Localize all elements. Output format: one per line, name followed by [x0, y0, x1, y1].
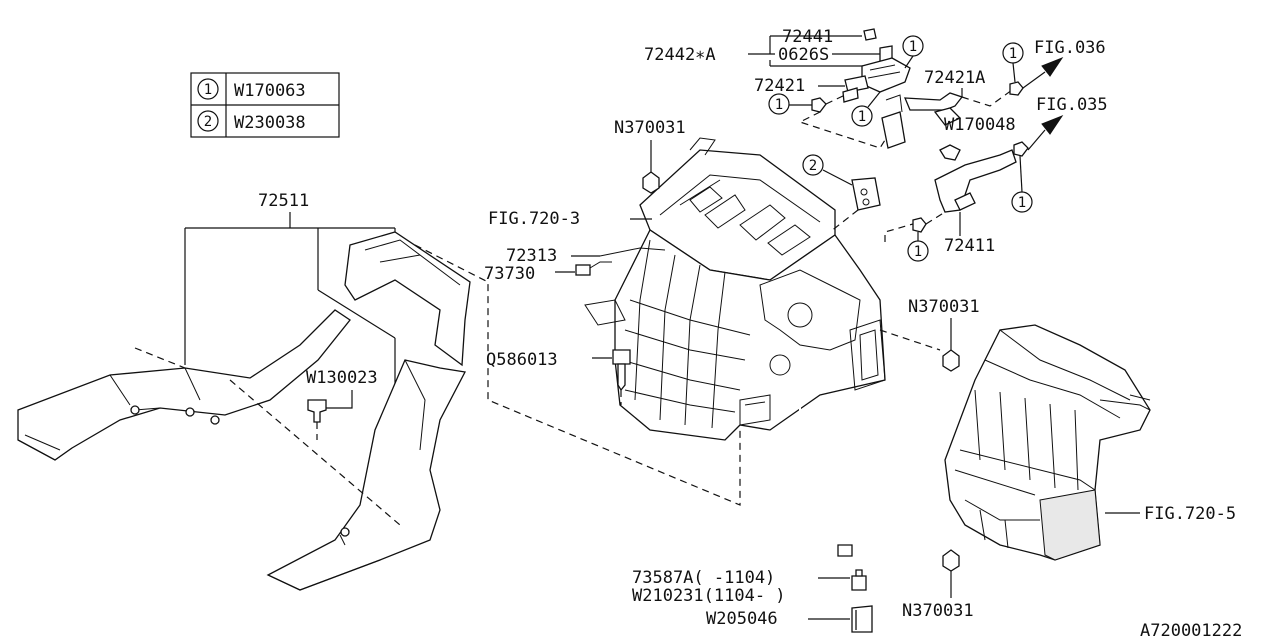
label-72441: 72441	[782, 27, 833, 47]
label-fig-720-5: FIG.720-5	[1144, 504, 1236, 524]
label-72511: 72511	[258, 191, 309, 211]
connector-group-bottom: 73587A( -1104) W210231(1104- ) W205046	[632, 568, 873, 633]
legend-code-1: W170063	[234, 81, 306, 101]
callout-1-c: 1	[851, 105, 873, 127]
label-fig-035: FIG.035	[1036, 95, 1108, 115]
heater-unit	[584, 137, 941, 441]
callout-1-b: 1	[902, 35, 924, 57]
callout-1-f: 1	[907, 240, 929, 262]
svg-text:1: 1	[909, 39, 917, 55]
label-w170048: W170048	[944, 115, 1016, 135]
svg-text:1: 1	[204, 82, 212, 98]
legend-table: 1 W170063 2 W230038	[190, 72, 340, 138]
label-fig-720-3: FIG.720-3	[488, 209, 580, 229]
bolt-q586013: Q586013	[486, 349, 631, 405]
drain-hose	[799, 395, 853, 557]
bracket-callout-2: 2	[802, 154, 881, 233]
label-72411: 72411	[944, 236, 995, 256]
pipe-assembly: 72441 72442∗A 0626S 72421 1 1	[644, 27, 1108, 262]
duct-72511: 72511	[17, 191, 741, 591]
label-0626s: 0626S	[778, 45, 829, 65]
svg-text:1: 1	[858, 109, 866, 125]
sensor-72313: 72313 73730	[484, 246, 666, 284]
legend-callout-2: 2	[197, 110, 219, 132]
callout-1-d: 1	[1002, 42, 1024, 64]
svg-text:1: 1	[775, 97, 783, 113]
label-72421: 72421	[754, 76, 805, 96]
callout-1-e: 1	[1011, 191, 1033, 213]
blower-unit: FIG.720-5	[944, 324, 1236, 561]
diagram-id: A720001222	[1140, 621, 1242, 640]
label-n370031-top: N370031	[614, 118, 686, 138]
svg-text:2: 2	[204, 114, 212, 130]
svg-text:2: 2	[809, 158, 817, 174]
svg-text:1: 1	[914, 244, 922, 260]
callout-2-badge: 2	[802, 154, 824, 176]
svg-text:1: 1	[1018, 195, 1026, 211]
label-w130023: W130023	[306, 368, 378, 388]
callout-1-a: 1	[768, 93, 790, 115]
label-w210231: W210231(1104- )	[632, 586, 786, 606]
nut-n370031-bottom: N370031	[902, 549, 974, 621]
label-fig-036: FIG.036	[1034, 38, 1106, 58]
label-n370031-bottom: N370031	[902, 601, 974, 621]
legend-code-2: W230038	[234, 113, 306, 133]
label-n370031-mid: N370031	[908, 297, 980, 317]
legend-callout-1: 1	[197, 78, 219, 100]
label-72442a: 72442∗A	[644, 45, 716, 65]
nut-n370031-top: N370031	[614, 118, 686, 194]
svg-text:1: 1	[1009, 46, 1017, 62]
nut-n370031-mid: N370031	[908, 297, 980, 372]
label-q586013: Q586013	[486, 350, 558, 370]
label-w205046: W205046	[706, 609, 778, 629]
label-72313: 72313	[506, 246, 557, 266]
label-72421a: 72421A	[924, 68, 985, 88]
clip-w130023: W130023	[306, 368, 378, 440]
label-73587a: 73587A( -1104)	[632, 568, 775, 588]
label-73730: 73730	[484, 264, 535, 284]
